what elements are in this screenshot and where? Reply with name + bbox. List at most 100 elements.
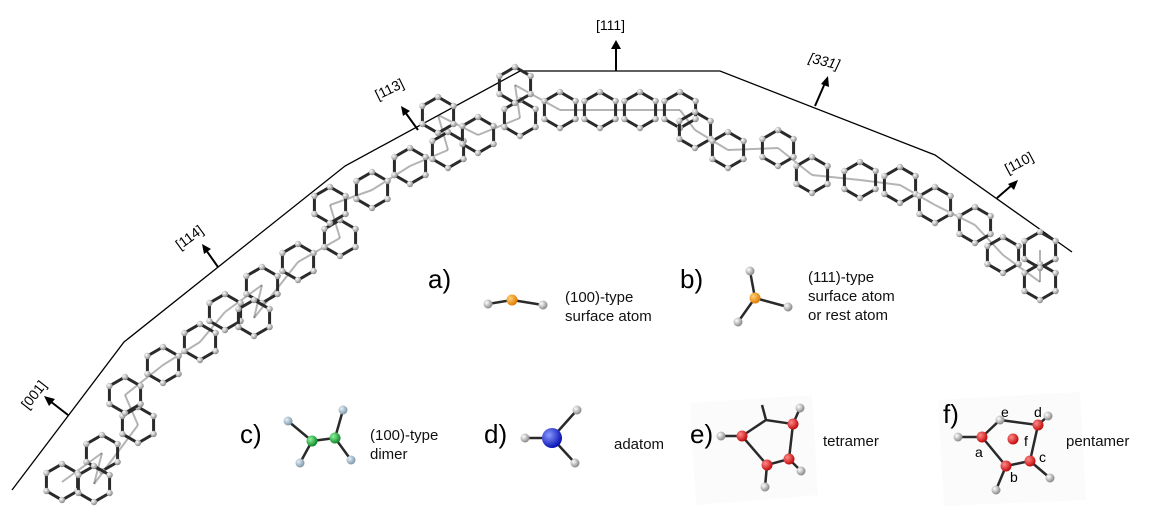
lattice-atom — [999, 269, 1007, 277]
ligand-atom — [745, 266, 755, 276]
lattice-bond — [61, 452, 103, 483]
lattice-atom — [527, 90, 534, 98]
lattice-atom — [294, 276, 302, 284]
lattice-atom — [206, 317, 213, 325]
lattice-atom — [422, 171, 429, 179]
lattice-atom — [444, 164, 452, 172]
lattice-atom — [150, 412, 157, 420]
lattice-atom — [1036, 264, 1044, 272]
lattice-atom — [114, 440, 121, 448]
lattice-atom — [636, 124, 644, 132]
lattice-atom — [1052, 237, 1059, 245]
lattice-atom — [106, 471, 113, 479]
lattice-atom — [279, 249, 286, 257]
lattice-atom — [474, 113, 482, 121]
lattice-bond — [437, 114, 479, 136]
panel-f-desc: pentamer — [1066, 433, 1129, 450]
lattice-bond — [199, 311, 226, 343]
lattice-atom — [83, 440, 90, 448]
lattice-atom — [98, 431, 106, 439]
lattice-atom — [326, 219, 334, 227]
direction-label-001: [001] — [18, 377, 50, 411]
lattice-atom — [250, 296, 258, 304]
lattice-atom — [75, 471, 82, 479]
lattice-atom — [474, 149, 482, 157]
lattice-atom — [419, 120, 426, 128]
ligand-atom — [953, 432, 963, 442]
pentamer-label-f: f — [1024, 433, 1028, 449]
panel-f-label: f) — [943, 399, 959, 429]
lattice-atom — [896, 199, 904, 207]
lattice-atom — [235, 305, 242, 313]
lattice-atom — [342, 210, 349, 218]
lattice-atom — [621, 97, 628, 105]
lattice-atom — [790, 153, 797, 161]
lattice-atom — [175, 370, 182, 378]
lattice-bond — [777, 147, 813, 176]
ligand-atom — [1045, 473, 1055, 483]
lattice-atom — [353, 177, 360, 185]
lattice-atom — [429, 137, 436, 145]
tetramer-atom — [787, 418, 799, 430]
panel-a-surface-atom: a) (100)-type surface atom — [428, 264, 652, 325]
lattice-atom — [931, 219, 939, 227]
surface-atom-111 — [749, 292, 761, 304]
lattice-atom — [971, 203, 979, 211]
lattice-atom — [1036, 228, 1044, 236]
lattice-atom — [58, 496, 66, 504]
lattice-atom — [490, 122, 497, 130]
lattice-atom — [321, 243, 328, 251]
direction-arrows: [001] [114] [113] [111] [331] [110] — [18, 17, 1036, 416]
lattice-atom — [692, 115, 699, 123]
ligand-atom — [346, 455, 356, 465]
facet-outline — [11, 70, 1073, 491]
panel-b-desc-2: surface atom — [808, 288, 895, 305]
lattice-atom — [353, 195, 360, 203]
crystal-lattice — [43, 63, 1059, 506]
ligand-atom — [783, 302, 793, 312]
lattice-bond — [371, 165, 411, 191]
panel-e-desc: tetramer — [823, 433, 879, 450]
lattice-atom — [243, 290, 250, 298]
lattice-atom — [501, 123, 508, 131]
lattice-atom — [90, 498, 98, 506]
lattice-atom — [342, 192, 349, 200]
pentamer-label-d: d — [1034, 404, 1042, 420]
lattice-atom — [676, 135, 683, 143]
lattice-bond — [409, 149, 449, 167]
lattice-atom — [676, 117, 683, 125]
lattice-atom — [43, 469, 50, 477]
lattice-atom — [175, 352, 182, 360]
panel-b-desc-3: or rest atom — [808, 307, 888, 324]
lattice-atom — [881, 172, 888, 180]
lattice-atom — [661, 97, 668, 105]
dimer-atom — [306, 435, 318, 447]
lattice-atom — [450, 120, 457, 128]
lattice-bond — [477, 117, 521, 136]
lattice-atom — [243, 272, 250, 280]
direction-label-331: [331] — [806, 49, 842, 73]
lattice-atom — [352, 225, 359, 233]
lattice-bond — [253, 261, 299, 319]
lattice-atom — [258, 263, 266, 271]
lattice-atom — [326, 183, 334, 191]
lattice-atom — [556, 88, 564, 96]
lattice-bond — [934, 204, 976, 226]
lattice-atom — [294, 240, 302, 248]
lattice-atom — [691, 144, 699, 152]
lattice-atom — [999, 233, 1007, 241]
ligand-atom — [520, 433, 530, 443]
lattice-atom — [266, 323, 273, 331]
pentamer-atom-d — [1032, 419, 1044, 431]
lattice-atom — [196, 320, 204, 328]
lattice-atom — [572, 97, 579, 105]
ligand-atom — [796, 466, 806, 476]
lattice-atom — [490, 140, 497, 148]
panel-e-label: e) — [690, 419, 713, 449]
panel-a-label: a) — [428, 264, 451, 294]
lattice-atom — [384, 177, 391, 185]
lattice-atom — [740, 155, 747, 163]
lattice-atom — [793, 180, 800, 188]
lattice-atom — [532, 123, 539, 131]
lattice-atom — [368, 168, 376, 176]
